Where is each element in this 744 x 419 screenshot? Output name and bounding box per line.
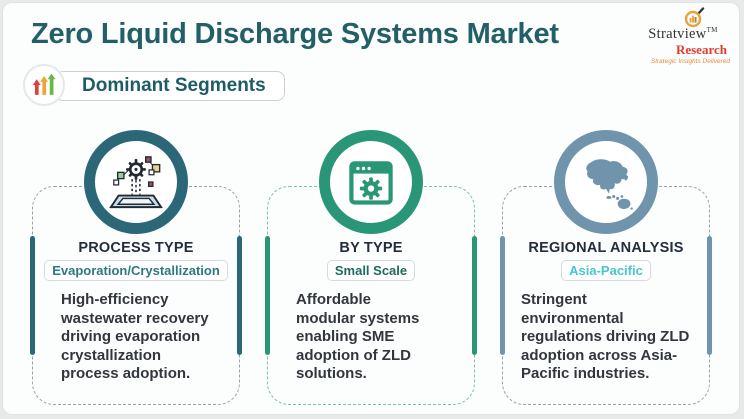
card-icon-circle bbox=[554, 130, 658, 234]
card-segment-badge: Evaporation/Crystallization bbox=[44, 260, 228, 281]
card-segment-badge: Asia-Pacific bbox=[561, 260, 651, 281]
page-title: Zero Liquid Discharge Systems Market bbox=[31, 18, 559, 50]
card-title: PROCESS TYPE bbox=[78, 240, 194, 256]
card-icon-circle bbox=[319, 130, 423, 234]
card-icon-circle bbox=[84, 130, 188, 234]
card-accent-bar bbox=[237, 236, 242, 355]
stratview-research-logo: StratviewTM Research Strategic Insights … bbox=[635, 6, 731, 68]
card-description: Affordable modular systems enabling SME … bbox=[296, 291, 420, 383]
card-description: Stringent environmental regulations driv… bbox=[521, 291, 690, 383]
card-by-type: BY TYPE Small Scale Affordable modular s… bbox=[265, 130, 477, 405]
card-accent-bar bbox=[500, 236, 505, 355]
card-process-type: PROCESS TYPE Evaporation/Crystallization… bbox=[30, 130, 242, 405]
card-segment-badge: Small Scale bbox=[326, 260, 416, 281]
browser-gear-icon bbox=[349, 161, 393, 205]
asia-pacific-map-icon bbox=[586, 159, 633, 210]
trademark-symbol: TM bbox=[706, 26, 718, 35]
card-description: High-efficiency wastewater recovery driv… bbox=[61, 291, 209, 383]
growth-arrows-icon bbox=[32, 73, 56, 95]
growth-arrows-badge bbox=[23, 64, 65, 106]
card-accent-bar bbox=[707, 236, 712, 355]
card-accent-bar bbox=[265, 236, 270, 355]
logo-brand-sub: Research bbox=[675, 42, 727, 57]
logo-brand-name: StratviewTM bbox=[648, 26, 718, 42]
section-label: Dominant Segments bbox=[55, 71, 285, 101]
logo-tagline: Strategic Insights Delivered bbox=[650, 58, 730, 65]
card-accent-bar bbox=[30, 236, 35, 355]
infographic-canvas: Zero Liquid Discharge Systems Market Str… bbox=[2, 2, 740, 415]
process-digitization-icon bbox=[109, 156, 163, 209]
magnifier-chart-icon bbox=[684, 7, 705, 28]
card-title: REGIONAL ANALYSIS bbox=[528, 240, 684, 256]
card-accent-bar bbox=[472, 236, 477, 355]
card-title: BY TYPE bbox=[339, 240, 403, 256]
card-regional-analysis: REGIONAL ANALYSIS Asia-Pacific Stringent… bbox=[500, 130, 712, 405]
